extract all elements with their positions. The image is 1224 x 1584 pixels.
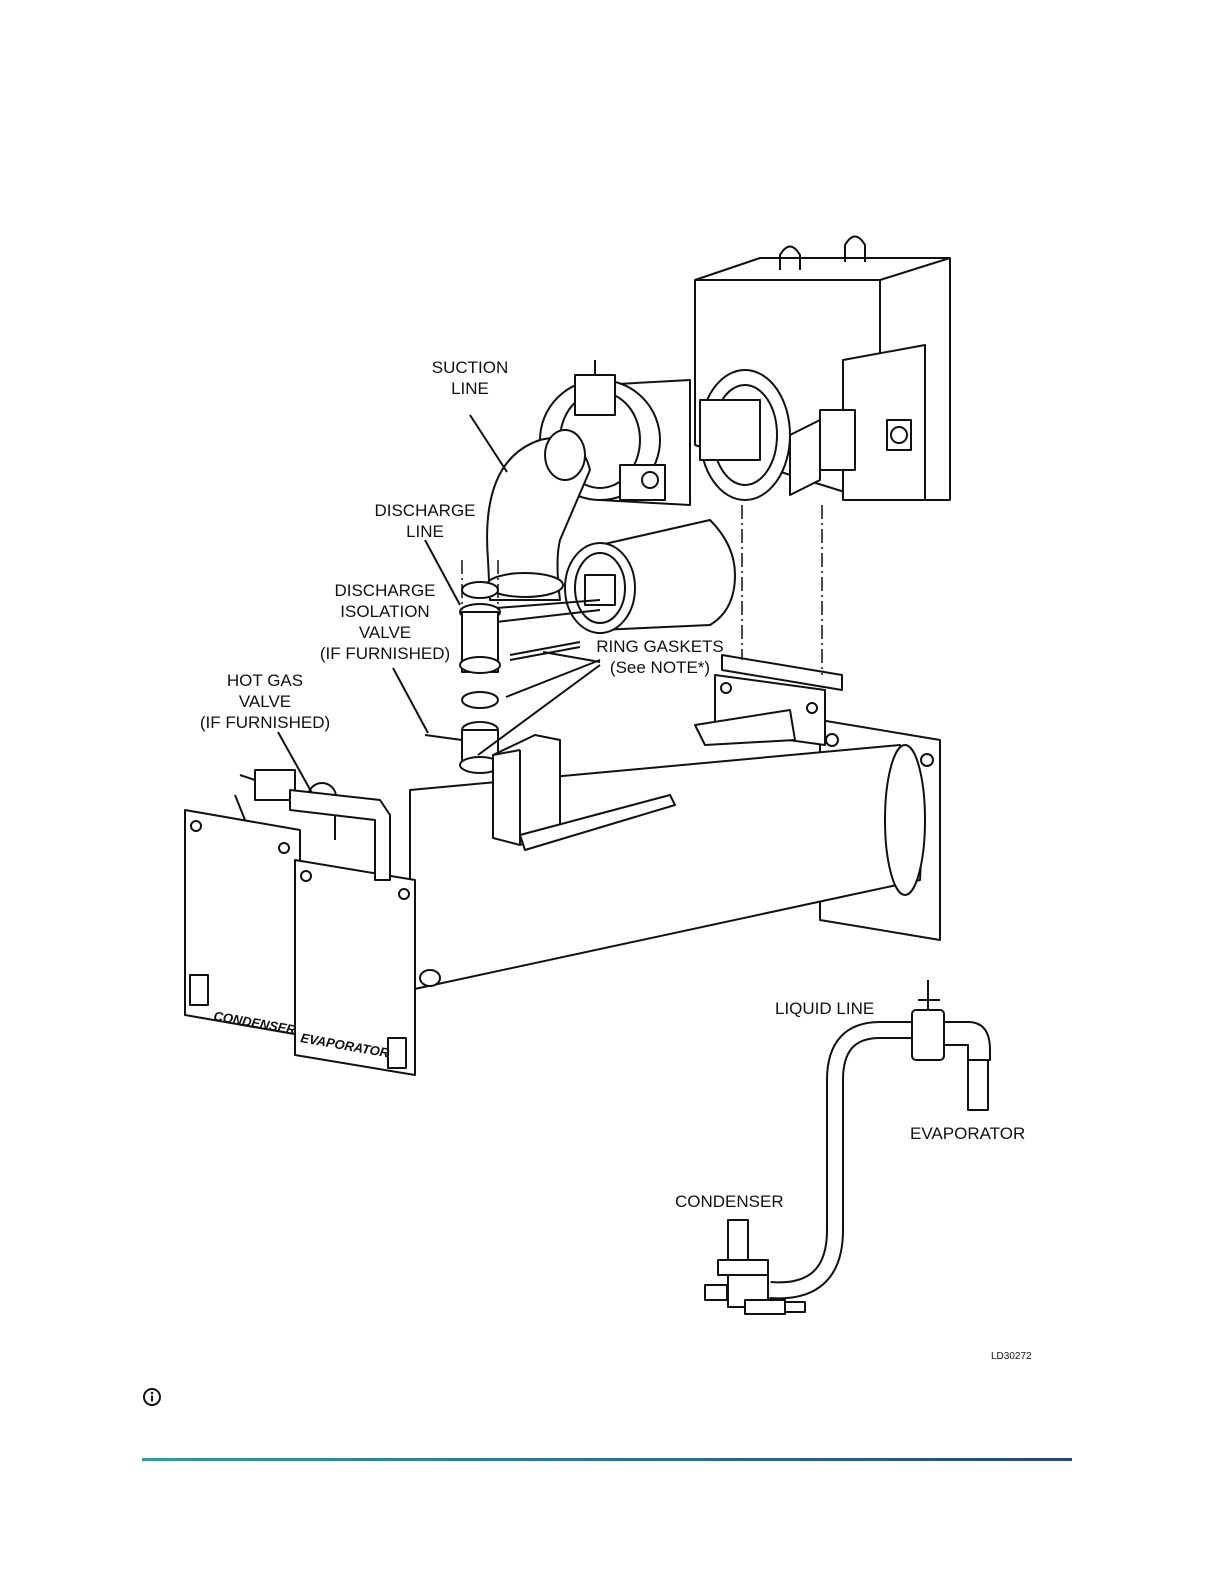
liquid-line-detail — [705, 980, 990, 1314]
evaporator-label: EVAPORATOR — [910, 1123, 1025, 1144]
discharge-line-label: DISCHARGE LINE — [365, 500, 485, 542]
discharge-isolation-valve-line4: (IF FURNISHED) — [310, 643, 460, 664]
oil-separator — [565, 520, 735, 633]
discharge-line-label-line1: DISCHARGE — [365, 500, 485, 521]
hot-gas-valve-line3: (IF FURNISHED) — [190, 712, 340, 733]
suction-line-label-line1: SUCTION — [420, 357, 520, 378]
hot-gas-valve-label: HOT GAS VALVE (IF FURNISHED) — [190, 670, 340, 733]
ring-gaskets-line1: RING GASKETS — [590, 636, 730, 657]
drawing-number: LD30272 — [991, 1351, 1032, 1363]
discharge-isolation-valve-label: DISCHARGE ISOLATION VALVE (IF FURNISHED) — [310, 580, 460, 664]
footer-rule — [142, 1458, 1072, 1461]
info-circle-icon — [142, 1387, 162, 1407]
hot-gas-valve-line1: HOT GAS — [190, 670, 340, 691]
discharge-isolation-valve-line3: VALVE — [310, 622, 460, 643]
suction-line-label-line2: LINE — [420, 378, 520, 399]
liquid-line-label: LIQUID LINE — [775, 998, 874, 1019]
discharge-line-label-line2: LINE — [365, 521, 485, 542]
discharge-isolation-valve-line2: ISOLATION — [310, 601, 460, 622]
discharge-isolation-valve-line1: DISCHARGE — [310, 580, 460, 601]
suction-line-label: SUCTION LINE — [420, 357, 520, 399]
ring-gaskets-line2: (See NOTE*) — [590, 657, 730, 678]
condenser-label: CONDENSER — [675, 1191, 784, 1212]
ring-gaskets-label: RING GASKETS (See NOTE*) — [590, 636, 730, 678]
hot-gas-valve-line2: VALVE — [190, 691, 340, 712]
